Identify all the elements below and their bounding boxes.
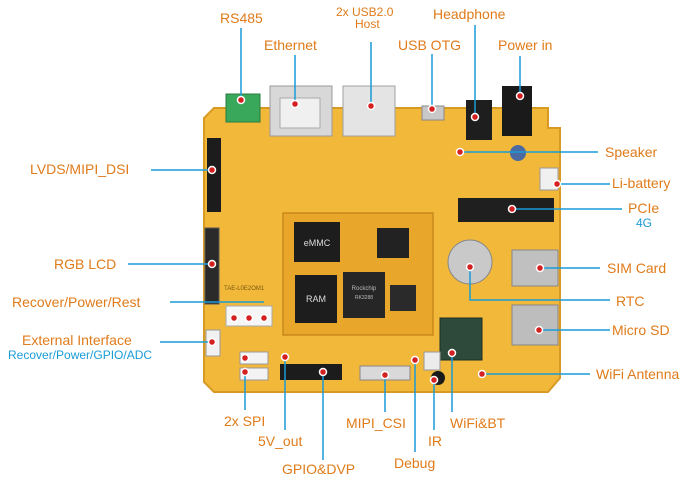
headphone-jack [466,100,492,140]
gpio-header [280,364,342,380]
five-v-out-label: 5V_out [258,433,303,449]
usb-host-port [342,85,396,137]
leader-lines [128,25,622,460]
sim-card-label: SIM Card [607,260,667,276]
rs485-label: RS485 [220,10,263,26]
debug-connector [423,351,441,371]
wifi-bt-label: WiFi&BT [450,415,506,431]
markers [207,91,562,385]
ethernet-jack [279,97,321,129]
spi-label: 2x SPI [224,413,266,429]
silkscreen-text: TAE-L0E2OM1 [224,286,265,292]
ir-label: IR [428,433,442,449]
usb-host-sub-label: Host [355,17,380,31]
recover-label: Recover/Power/Rest [12,294,141,310]
soc-brand-text: Rockchip [352,286,377,292]
ext-if-label: External Interface [22,332,132,348]
corner-chip [390,285,416,311]
rtc-label: RTC [616,293,645,309]
lvds-header [207,138,221,212]
li-battery-label: Li-battery [612,175,671,191]
rgb-lcd-label: RGB LCD [54,256,117,272]
pcie-slot [458,198,554,222]
speaker-label: Speaker [605,144,658,160]
lvds-label: LVDS/MIPI_DSI [30,161,130,177]
ethernet-label: Ethernet [264,37,317,53]
gpio-dvp-label: GPIO&DVP [282,461,356,477]
micro-sd-label: Micro SD [612,322,670,338]
rs485-terminal [225,93,261,123]
pcie-label: PCIe [628,200,660,216]
ram-text: RAM [306,294,326,304]
usb-host-label: 2x USB2.0 [336,5,394,19]
debug-label: Debug [394,455,436,471]
soc-chip [343,272,385,318]
speaker-capacitor [510,145,526,161]
pcie-sub-label: 4G [636,216,653,230]
soc-model-text: RK3288 [355,295,373,301]
mipi-csi-label: MIPI_CSI [346,415,406,431]
headphone-label: Headphone [433,6,506,22]
power-in-label: Power in [498,37,553,53]
small-chip [377,228,409,258]
microsd-slot [511,304,559,346]
emmc-text: eMMC [304,238,331,248]
usb-otg-label: USB OTG [398,37,462,53]
ext-if-sub-label: Recover/Power/GPIO/ADC [8,348,153,362]
emmc-chip [294,222,340,262]
ram-chip [295,275,337,323]
wifi-module [439,317,483,361]
wifi-antenna-label: WiFi Antenna [596,366,680,382]
